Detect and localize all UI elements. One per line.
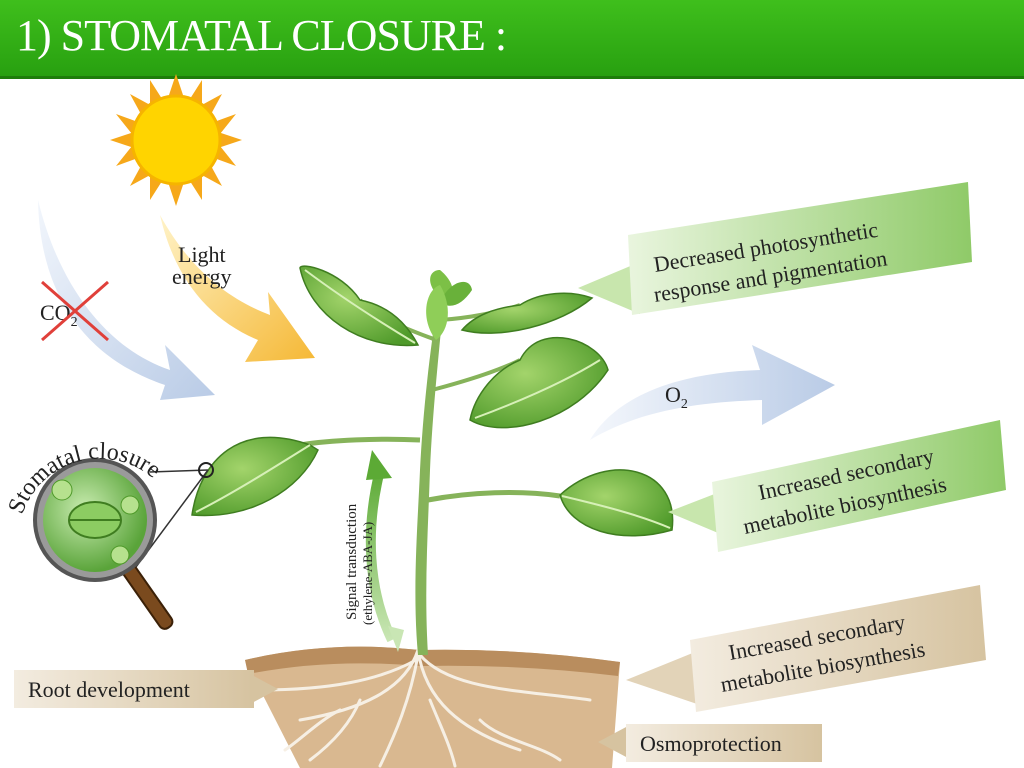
blocked-cross-icon [41, 280, 109, 342]
plant-illustration [191, 265, 674, 655]
signal-transduction-arrow [365, 450, 404, 652]
light-label-line1: Light [178, 242, 226, 267]
signal-label-line2: (ethylene-ABA-JA) [360, 522, 375, 625]
light-label-line2: energy [172, 264, 231, 289]
soil-roots [245, 646, 620, 768]
title-bar: 1) STOMATAL CLOSURE : [0, 0, 1024, 79]
osmoprotection-box: Osmoprotection [598, 724, 822, 762]
o2-label: O2 [665, 382, 688, 412]
root-development-box: Root development [14, 670, 278, 708]
secondary-metabolite-box-2: Increased secondary metabolite biosynthe… [626, 585, 986, 712]
slide-title: 1) STOMATAL CLOSURE : [16, 11, 507, 60]
sun-icon [110, 74, 242, 206]
osmoprotection-label: Osmoprotection [640, 731, 782, 756]
o2-arrow [590, 345, 835, 440]
root-development-label: Root development [28, 677, 190, 702]
co2-arrow [38, 200, 215, 400]
magnifier-icon [33, 458, 214, 630]
signal-label-line1: Signal transduction [344, 503, 360, 620]
secondary-metabolite-box-1: Increased secondary metabolite biosynthe… [668, 420, 1006, 552]
light-energy-arrow [160, 215, 315, 362]
photosynthetic-box: Decreased photosynthetic response and pi… [578, 182, 972, 315]
